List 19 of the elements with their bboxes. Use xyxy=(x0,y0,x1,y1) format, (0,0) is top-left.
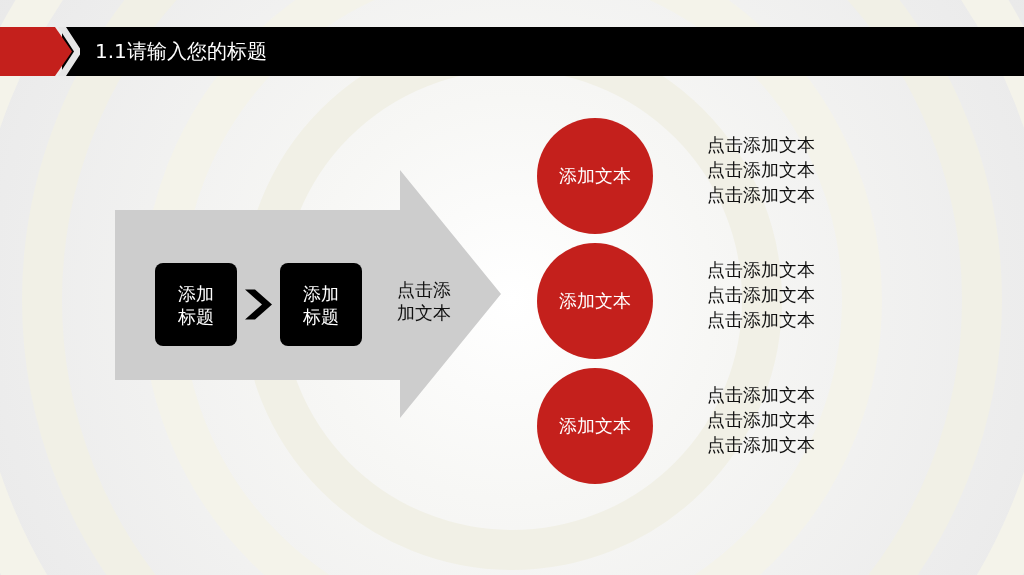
circle-label: 添加文本 xyxy=(559,414,631,438)
box-label: 添加标题 xyxy=(302,281,340,328)
side-text: 点击添加文本 xyxy=(707,258,815,282)
title-box xyxy=(155,263,237,346)
arrow-label: 点击添加文本 xyxy=(396,278,452,324)
title-box xyxy=(280,263,362,346)
side-text: 点击添加文本 xyxy=(707,133,815,157)
box-label: 添加标题 xyxy=(177,281,215,328)
chevron-arrow xyxy=(245,289,272,320)
page-title: 1.1请输入您的标题 xyxy=(95,38,267,65)
circle-label: 添加文本 xyxy=(559,289,631,313)
side-text: 点击添加文本 xyxy=(707,158,815,182)
circle-label: 添加文本 xyxy=(559,164,631,188)
side-text: 点击添加文本 xyxy=(707,408,815,432)
side-text: 点击添加文本 xyxy=(707,183,815,207)
side-text: 点击添加文本 xyxy=(707,283,815,307)
side-text: 点击添加文本 xyxy=(707,383,815,407)
side-text: 点击添加文本 xyxy=(707,433,815,457)
side-text: 点击添加文本 xyxy=(707,308,815,332)
